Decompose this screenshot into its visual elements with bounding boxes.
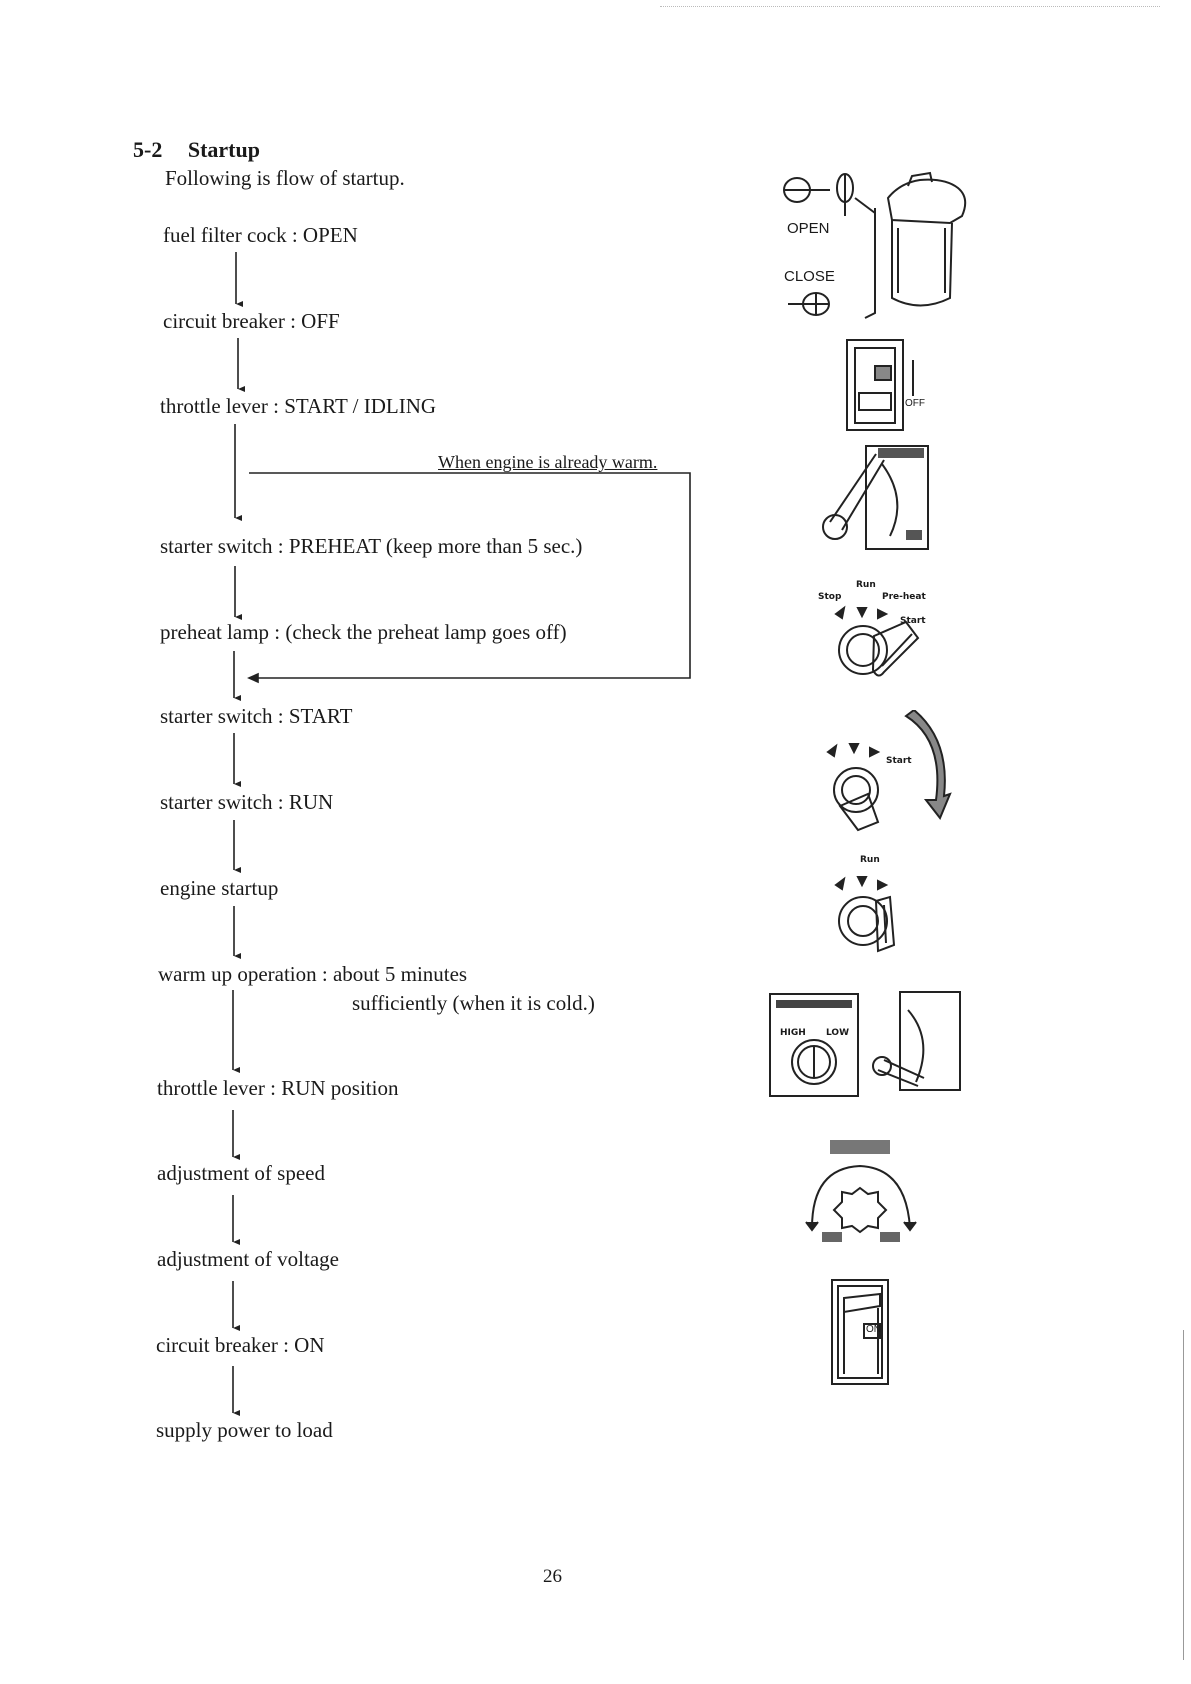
breaker-off-figure: OFF	[845, 338, 935, 433]
starter-start-figure: Start	[818, 708, 958, 845]
breaker-off-illustration	[846, 339, 914, 431]
section-intro: Following is flow of startup.	[165, 166, 405, 190]
step-circuit-breaker-off: circuit breaker : OFF	[163, 309, 340, 333]
step-starter-preheat: starter switch : PREHEAT (keep more than…	[160, 534, 583, 558]
step-supply-power: supply power to load	[156, 1418, 333, 1442]
breaker-on-figure: ON	[830, 1278, 910, 1388]
starter-run-label-2: Run	[860, 855, 880, 865]
key-switch-preheat-illustration	[834, 605, 920, 677]
throttle-start-figure	[818, 444, 933, 554]
speed-high-label: HIGH	[780, 1028, 806, 1038]
starter-run-label: Run	[856, 580, 876, 590]
step-starter-start: starter switch : START	[160, 704, 353, 728]
throttle-run-figure: HIGH LOW	[768, 990, 963, 1100]
step-throttle-run: throttle lever : RUN position	[157, 1076, 399, 1100]
page-number: 26	[543, 1566, 562, 1587]
step-throttle-start-idling: throttle lever : START / IDLING	[160, 394, 437, 418]
step-warm-up: warm up operation : about 5 minutes	[158, 962, 468, 986]
step-starter-run: starter switch : RUN	[160, 790, 334, 814]
step-fuel-filter-cock: fuel filter cock : OPEN	[163, 223, 358, 247]
key-switch-run-illustration	[834, 876, 896, 953]
bypass-arrowhead	[247, 672, 259, 684]
section-heading: 5-2 Startup	[133, 137, 260, 163]
breaker-on-illustration	[831, 1279, 889, 1385]
starter-start-label-2: Start	[886, 756, 912, 766]
step-adjust-speed: adjustment of speed	[157, 1161, 325, 1185]
speed-low-label: LOW	[826, 1028, 849, 1038]
step-adjust-voltage: adjustment of voltage	[157, 1247, 339, 1271]
starter-preheat-figure: Run Stop Pre-heat Start	[818, 580, 973, 695]
breaker-on-label: ON	[866, 1324, 881, 1335]
key-switch-start-illustration	[826, 708, 952, 832]
scan-edge-right	[1183, 1330, 1184, 1660]
starter-start-label: Start	[900, 616, 926, 626]
starter-preheat-label: Pre-heat	[882, 592, 926, 602]
step-engine-startup: engine startup	[160, 876, 279, 900]
speed-panel-illustration	[769, 991, 961, 1097]
fuel-filter-illustration	[783, 171, 967, 319]
fuel-cock-figure: OPEN CLOSE	[780, 168, 990, 328]
voltage-regulator-figure	[802, 1138, 922, 1248]
voltage-knob-illustration	[805, 1140, 917, 1242]
bypass-note: When engine is already warm.	[438, 452, 658, 472]
fuel-open-label: OPEN	[787, 220, 830, 237]
fuel-close-label: CLOSE	[784, 268, 835, 285]
section-number: 5-2	[133, 137, 163, 162]
breaker-off-label: OFF	[905, 398, 925, 409]
bypass-line	[249, 472, 691, 679]
step-warm-up-continuation: sufficiently (when it is cold.)	[352, 991, 595, 1015]
section-title: Startup	[187, 137, 260, 162]
starter-run-figure: Run	[818, 855, 928, 965]
scan-edge-top	[660, 6, 1160, 8]
throttle-lever-illustration	[822, 445, 929, 550]
step-preheat-lamp: preheat lamp : (check the preheat lamp g…	[160, 620, 567, 644]
step-circuit-breaker-on: circuit breaker : ON	[156, 1333, 325, 1357]
starter-stop-label: Stop	[818, 592, 842, 602]
